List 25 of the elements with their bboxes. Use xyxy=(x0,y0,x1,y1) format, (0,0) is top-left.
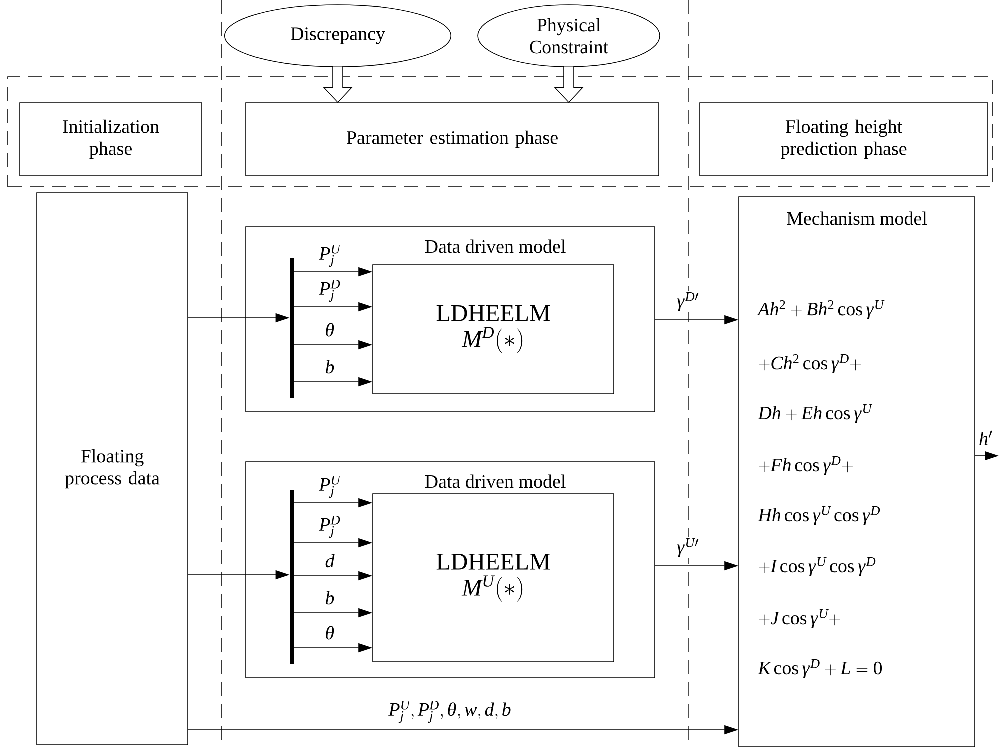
edge-label: $\theta$ xyxy=(324,322,336,338)
edge-label: $d$ xyxy=(324,553,336,569)
phase-box: Parameter estimation phase xyxy=(246,102,660,176)
edge-label: $b$ xyxy=(324,590,336,606)
phase-box: Floating process data xyxy=(36,192,188,746)
phase-box: Initialization phase xyxy=(20,102,202,176)
edge-label: $\gamma^{D\prime}$ xyxy=(676,291,700,312)
edge-label: $\gamma^{U\prime}$ xyxy=(676,537,700,558)
hollow-arrow xyxy=(323,66,353,104)
edge-label: $b$ xyxy=(324,359,336,375)
ellipse-node: Discrepancy xyxy=(224,4,452,68)
phase-box: Floating height prediction phase xyxy=(700,102,988,176)
edge-label: $P_j^U, P_j^D, \theta, w, d, b$ xyxy=(388,700,512,724)
edge-label: $P_j^D$ xyxy=(318,514,342,540)
model-block: LDHEELM $M^U(*)$ xyxy=(372,494,614,662)
edge-label: $h'$ xyxy=(978,430,994,446)
edge-label: $\theta$ xyxy=(324,625,336,641)
ellipse-node: Physical Constraint xyxy=(478,4,660,68)
edge-label: $P_j^D$ xyxy=(318,278,342,304)
mechanism-box: Mechanism model $Ah^2 + Bh^2\cos\gamma^U$ $+Ch^2\cos\gamma^D +$ $Dh + Eh\cos\gamma^U$ $+Fh\cos\gamma^D +$ $Hh\cos\gamma^U\cos\gamma^D$ $+I\cos\gamma^U\cos\gamma^D$ $+J\cos\gamma^U +$ $K\cos\gamma^D + L = 0$ xyxy=(738,196,976,747)
hollow-arrow xyxy=(554,66,584,104)
model-block: LDHEELM $M^D(*)$ xyxy=(372,264,614,394)
dashed-frame xyxy=(8,76,994,188)
edge-label: $P_j^U$ xyxy=(318,474,342,500)
edge-label: $P_j^U$ xyxy=(318,244,342,268)
